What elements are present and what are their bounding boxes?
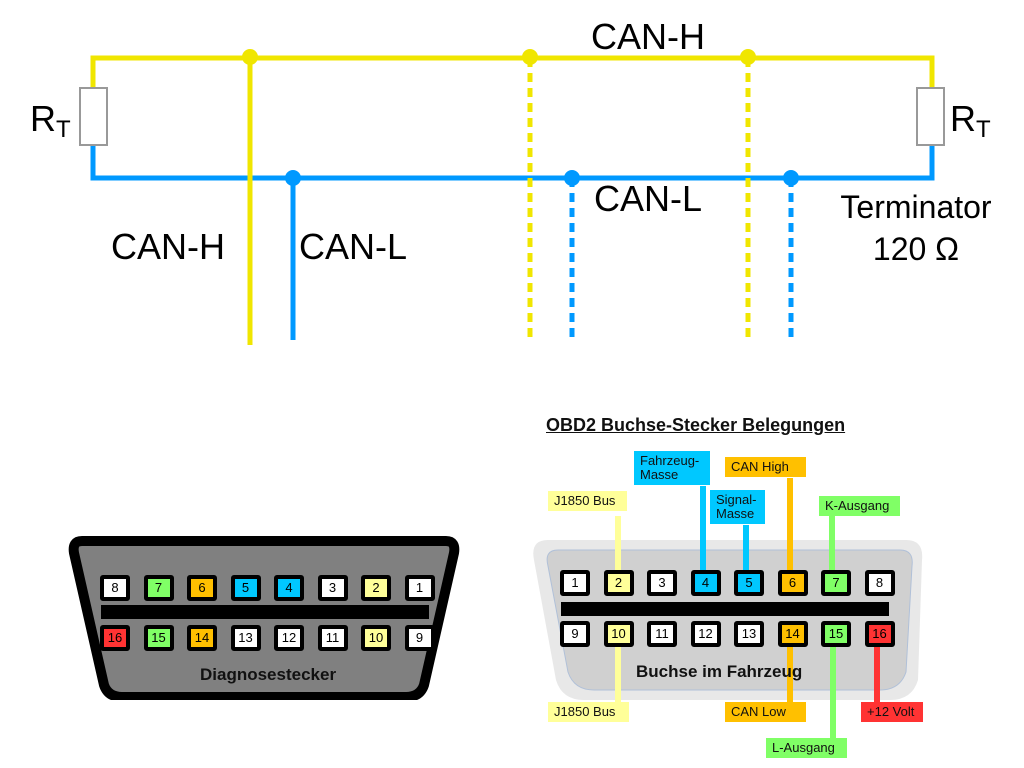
tag-pin15: L-Ausgang: [766, 738, 847, 758]
pin-8: 8: [100, 575, 130, 601]
can-h-junction: [522, 49, 538, 65]
pin-7: 7: [821, 570, 851, 596]
plug-title: Diagnosestecker: [200, 665, 337, 684]
socket-divider-bar: [561, 602, 889, 616]
pin-5: 5: [734, 570, 764, 596]
wire-pin14: [787, 646, 793, 704]
pin-5: 5: [230, 575, 261, 601]
pin-10: 10: [603, 621, 634, 647]
can-l-junction: [285, 170, 301, 186]
pin-11: 11: [647, 621, 677, 647]
terminator-label: Terminator 120 Ω: [826, 186, 1006, 270]
pin-16: 16: [100, 625, 130, 651]
tag-pin7: K-Ausgang: [819, 496, 900, 516]
tag-pin5-line1: Signal-: [716, 492, 757, 507]
wire-pin5: [743, 525, 749, 575]
can-h-top-label: CAN-H: [591, 16, 705, 57]
obd-heading: OBD2 Buchse-Stecker Belegungen: [546, 415, 846, 435]
pin-2: 2: [361, 575, 391, 601]
pin-2: 2: [603, 570, 634, 596]
pin-15: 15: [821, 621, 851, 647]
pin-14: 14: [187, 625, 217, 651]
resistor-left-label: RT: [30, 98, 71, 143]
can-bus-diagram: [79, 49, 945, 345]
can-h-bus-line: [90, 55, 935, 87]
pin-3: 3: [317, 575, 348, 601]
pin-4: 4: [274, 575, 304, 601]
tag-pin14: CAN Low: [725, 702, 806, 722]
wire-pin15: [830, 646, 836, 740]
can-h-junction: [242, 49, 258, 65]
can-l-drop-label: CAN-L: [299, 226, 408, 267]
pin-6: 6: [777, 570, 808, 596]
pin-1: 1: [560, 570, 590, 596]
pin-13: 13: [734, 621, 764, 647]
can-h-drop-label: CAN-H: [111, 226, 225, 267]
tag-pin4-line1: Fahrzeug-: [640, 453, 700, 468]
can-l-bus-line: [90, 146, 935, 181]
resistor-right-label: RT: [950, 98, 991, 143]
pin-1: 1: [404, 575, 435, 601]
pin-12: 12: [690, 621, 721, 647]
wire-pin16: [874, 646, 880, 704]
wire-pin4: [700, 486, 706, 576]
tag-pin6: CAN High: [725, 457, 806, 477]
wire-pin10: [615, 646, 621, 704]
pin-16: 16: [864, 621, 895, 647]
terminator-text: Terminator: [840, 189, 992, 225]
pin-8: 8: [864, 570, 895, 596]
pin-9: 9: [560, 621, 590, 647]
can-l-mid-label: CAN-L: [594, 178, 703, 219]
pin-14: 14: [777, 621, 808, 647]
wire-pin2: [615, 516, 621, 576]
wire-pin7: [829, 515, 835, 575]
tag-pin16: +12 Volt: [861, 702, 923, 722]
pin-15: 15: [143, 625, 174, 651]
socket-title: Buchse im Fahrzeug: [636, 662, 803, 681]
resistor-right: [916, 87, 945, 146]
pin-3: 3: [647, 570, 677, 596]
tag-pin4-line2: Masse: [640, 467, 679, 482]
tag-pin4: Fahrzeug-Masse: [634, 451, 710, 485]
can-h-junction: [740, 49, 756, 65]
tag-pin2: J1850 Bus: [548, 491, 627, 511]
pin-13: 13: [230, 625, 261, 651]
pin-4: 4: [690, 570, 721, 596]
can-l-junction: [783, 170, 799, 186]
pin-11: 11: [317, 625, 348, 651]
tag-pin5-line2: Masse: [716, 506, 755, 521]
can-l-junction: [564, 170, 580, 186]
tag-pin10: J1850 Bus: [548, 702, 629, 722]
pin-7: 7: [143, 575, 174, 601]
pin-9: 9: [404, 625, 435, 651]
resistor-left: [79, 87, 108, 146]
terminator-value: 120 Ω: [872, 231, 960, 267]
pin-divider-bar: [101, 605, 429, 619]
wire-pin6: [787, 478, 793, 576]
pin-12: 12: [274, 625, 304, 651]
pin-10: 10: [361, 625, 391, 651]
tag-pin5: Signal-Masse: [710, 490, 765, 524]
pin-6: 6: [187, 575, 217, 601]
